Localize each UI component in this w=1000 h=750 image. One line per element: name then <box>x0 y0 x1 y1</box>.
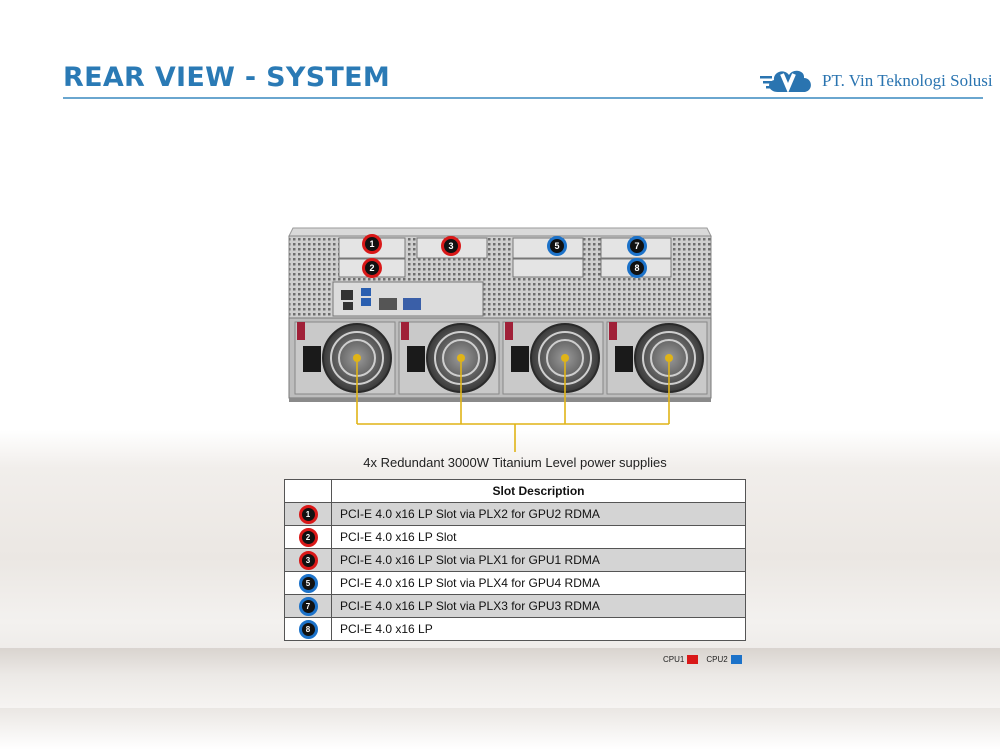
slot-number-badge: 2 <box>298 527 318 547</box>
table-row: 5 PCI-E 4.0 x16 LP Slot via PLX4 for GPU… <box>284 571 746 595</box>
page-title: REAR VIEW - SYSTEM <box>63 62 391 93</box>
legend-cpu1-swatch <box>687 655 699 664</box>
server-rear-view: 1 2 3 5 7 8 <box>287 222 713 415</box>
slot-badge-1: 1 <box>362 234 382 254</box>
slot-number-badge: 3 <box>298 550 318 570</box>
table-row: 3 PCI-E 4.0 x16 LP Slot via PLX1 for GPU… <box>284 548 746 572</box>
slot-description-table: Slot Description 1 PCI-E 4.0 x16 LP Slot… <box>284 479 746 641</box>
cloud-v-logo-icon <box>760 70 811 94</box>
table-row: 2 PCI-E 4.0 x16 LP Slot <box>284 525 746 549</box>
table-row: 8 PCI-E 4.0 x16 LP <box>284 617 746 641</box>
slot-badge-7: 7 <box>627 236 647 256</box>
table-row: 7 PCI-E 4.0 x16 LP Slot via PLX3 for GPU… <box>284 594 746 618</box>
legend-cpu2-swatch <box>730 655 742 664</box>
slot-badge-3: 3 <box>441 236 461 256</box>
slot-description: PCI-E 4.0 x16 LP Slot <box>331 525 746 549</box>
company-logo: PT. Vin Teknologi Solusi <box>760 64 1000 96</box>
slot-number-badge: 7 <box>298 596 318 616</box>
legend-cpu2-label: CPU2 <box>706 655 728 664</box>
slot-description: PCI-E 4.0 x16 LP Slot via PLX1 for GPU1 … <box>331 548 746 572</box>
slot-description: PCI-E 4.0 x16 LP Slot via PLX2 for GPU2 … <box>331 502 746 526</box>
background-shelf <box>0 648 1000 708</box>
psu-caption: 4x Redundant 3000W Titanium Level power … <box>363 455 667 470</box>
table-header-empty <box>284 479 332 503</box>
title-underline <box>63 97 983 99</box>
slot-number-badge: 5 <box>298 573 318 593</box>
slot-number-badge: 8 <box>298 619 318 639</box>
company-name: PT. Vin Teknologi Solusi <box>822 71 993 90</box>
slot-description: PCI-E 4.0 x16 LP Slot via PLX3 for GPU3 … <box>331 594 746 618</box>
slot-badge-5: 5 <box>547 236 567 256</box>
slot-badge-8: 8 <box>627 258 647 278</box>
slot-description: PCI-E 4.0 x16 LP <box>331 617 746 641</box>
server-chassis-drawing <box>288 227 712 402</box>
cpu-legend: CPU1 CPU2 <box>663 655 747 664</box>
slot-description: PCI-E 4.0 x16 LP Slot via PLX4 for GPU4 … <box>331 571 746 595</box>
slot-badge-2: 2 <box>362 258 382 278</box>
table-header-slot-description: Slot Description <box>331 479 746 503</box>
legend-cpu1-label: CPU1 <box>663 655 685 664</box>
table-row: 1 PCI-E 4.0 x16 LP Slot via PLX2 for GPU… <box>284 502 746 526</box>
slot-number-badge: 1 <box>298 504 318 524</box>
